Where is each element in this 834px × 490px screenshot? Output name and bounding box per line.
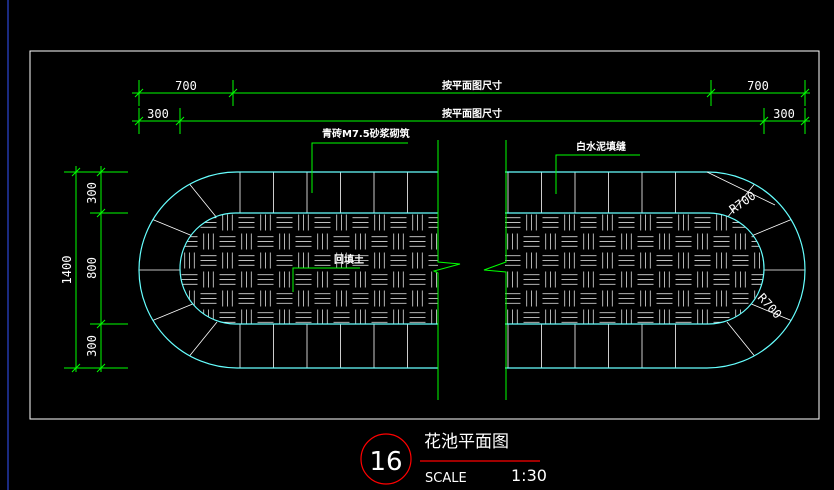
left-dimension-stack [64, 166, 128, 373]
dim-left-top: 300 [85, 182, 99, 204]
dim-row2-left: 300 [147, 107, 169, 121]
dim-left-middle: 800 [85, 257, 99, 279]
radius-label-bottom: R700 [755, 291, 785, 322]
dim-left-total: 1400 [60, 256, 74, 285]
wall-leader [311, 142, 408, 193]
dim-row1-right: 700 [747, 79, 769, 93]
scale-label: SCALE [425, 471, 467, 486]
joint-annotation: 白水泥填缝 [576, 140, 626, 153]
fill-annotation: 回填土 [334, 253, 364, 266]
radius-label-top: R700 [727, 188, 759, 216]
drawing-frame [29, 50, 820, 420]
break-line-right [483, 140, 507, 400]
dim-row1-center: 按平面图尺寸 [442, 79, 502, 92]
title-number: 16 [369, 447, 402, 477]
drawing-title: 花池平面图 [424, 432, 509, 452]
dim-left-bottom: 300 [85, 335, 99, 357]
title-number-circle [360, 433, 412, 485]
break-gap [438, 140, 505, 400]
break-line-left [432, 140, 461, 400]
radius-leader-top [706, 171, 776, 206]
scale-value: 1:30 [511, 466, 547, 485]
joint-leader [555, 154, 640, 194]
dim-row2-right: 300 [773, 107, 795, 121]
dim-row1-left: 700 [175, 79, 197, 93]
fill-leader [292, 267, 360, 292]
dimension-row-1 [132, 80, 810, 106]
dimension-row-2 [132, 108, 810, 134]
dim-row2-center: 按平面图尺寸 [442, 107, 502, 120]
wall-annotation: 青砖M7.5砂浆砌筑 [322, 127, 410, 140]
